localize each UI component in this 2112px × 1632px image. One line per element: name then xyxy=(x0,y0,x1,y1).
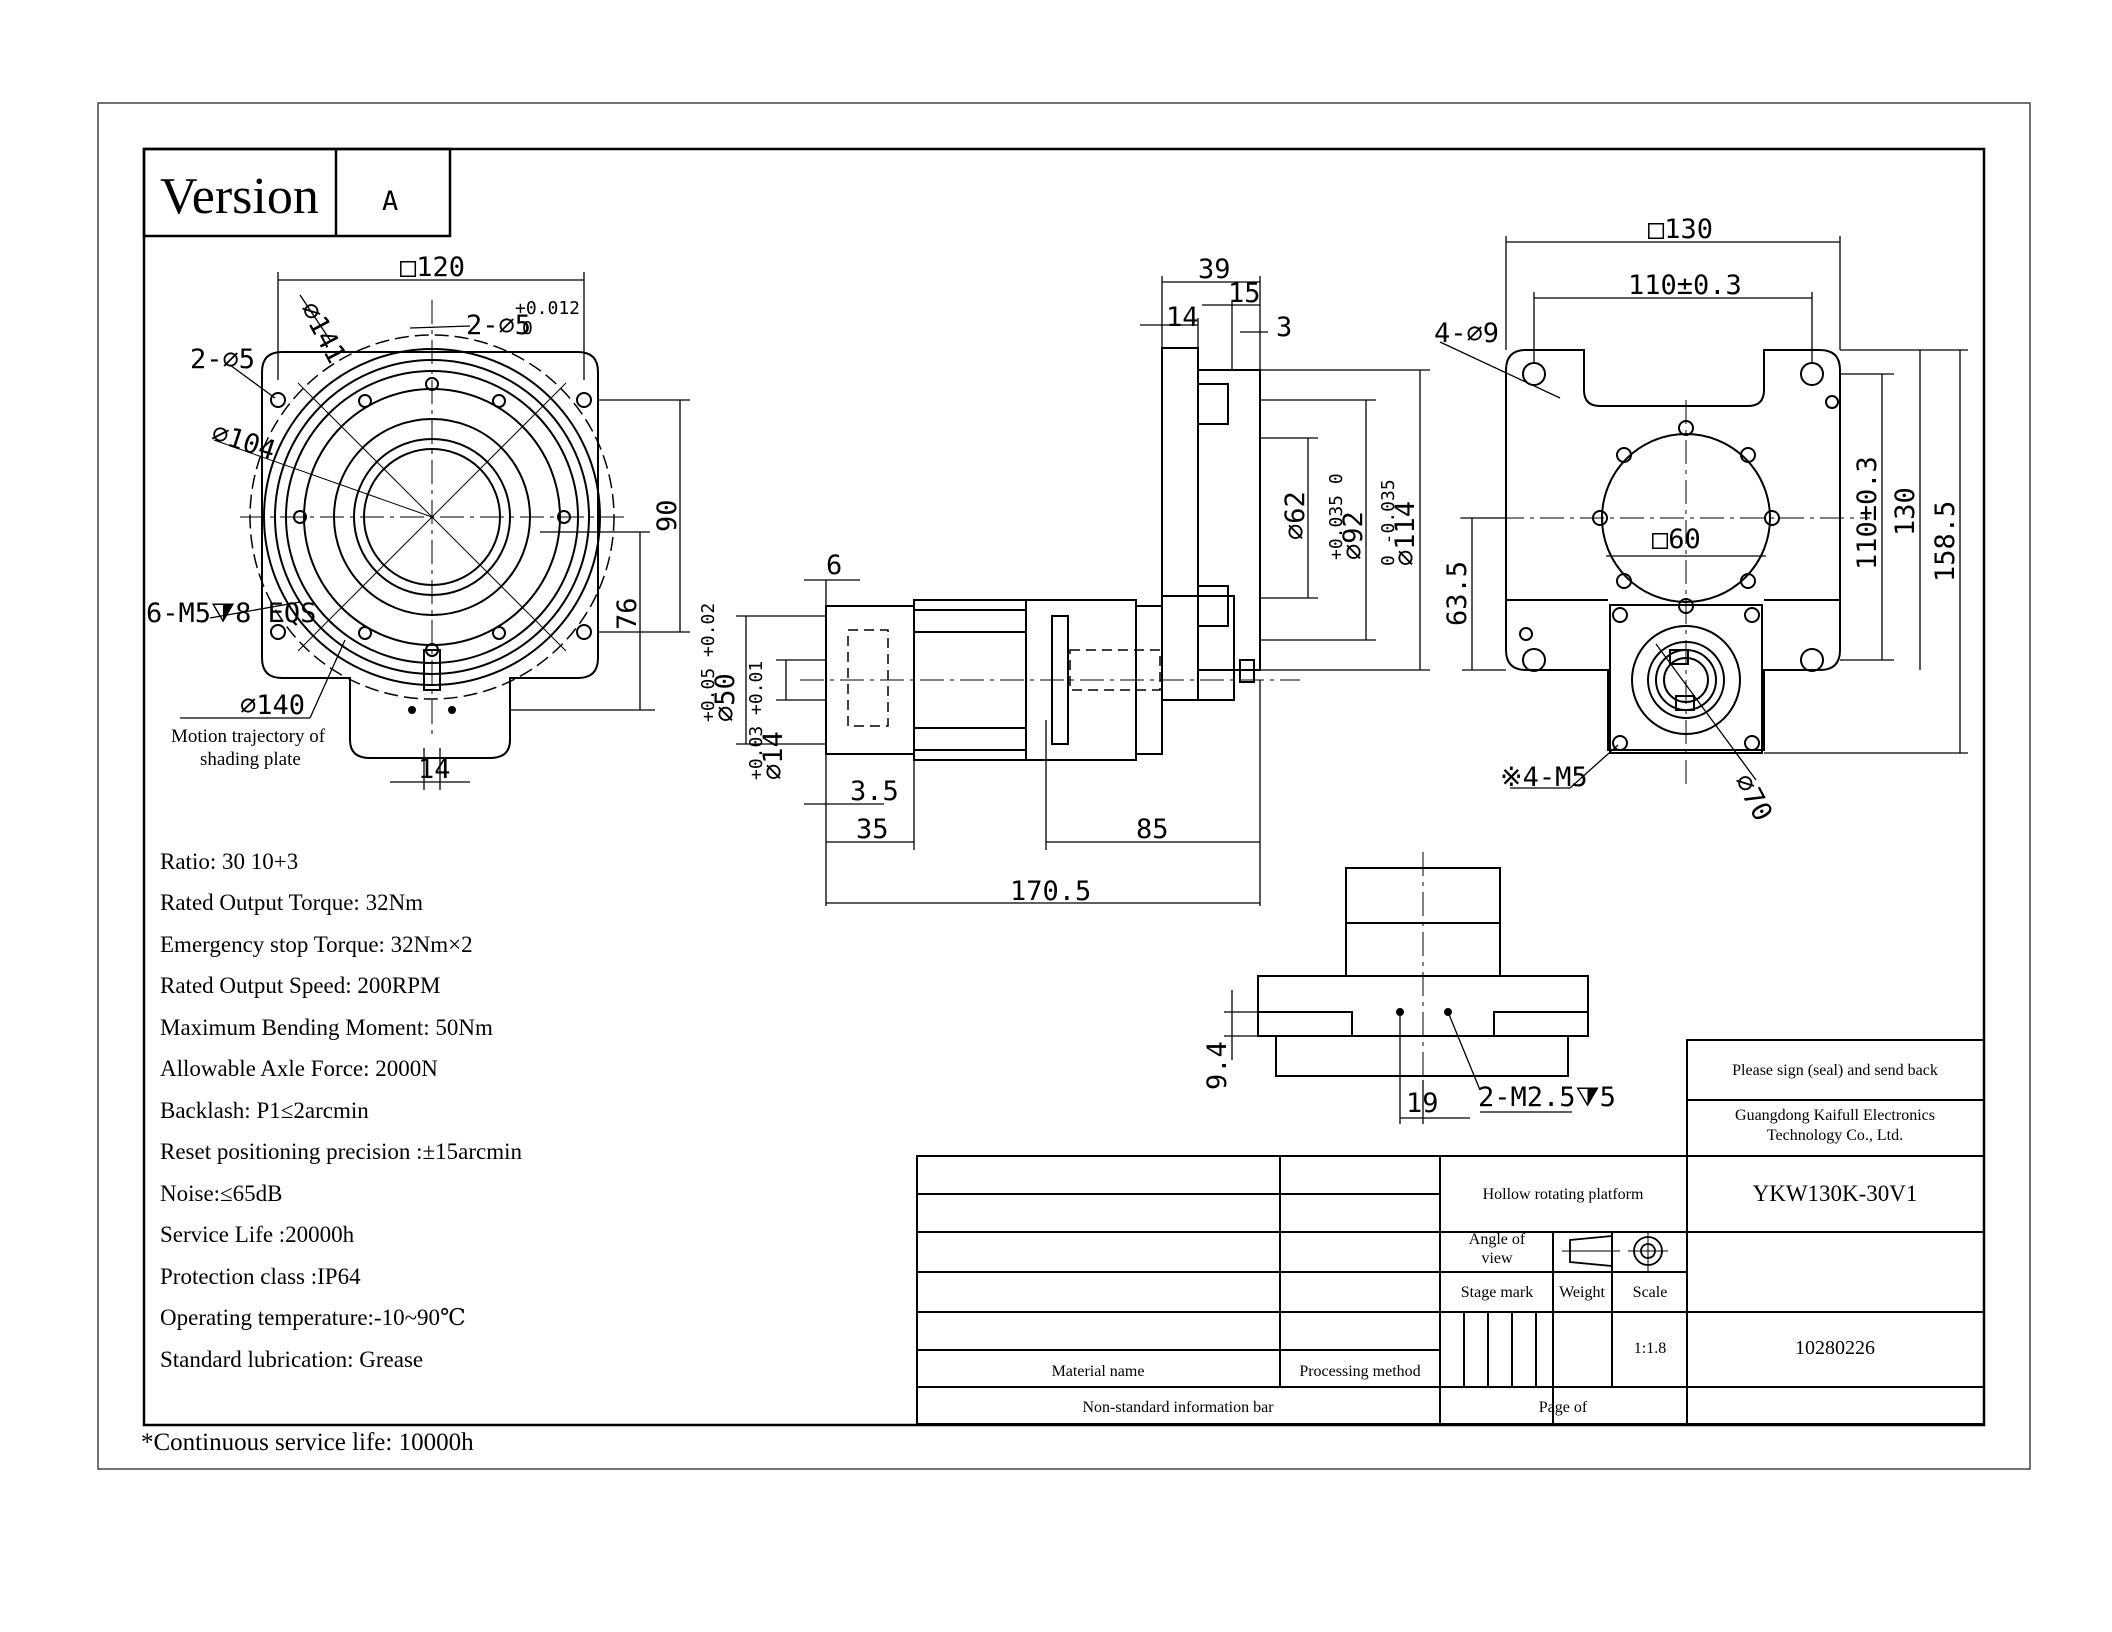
sign-note: Please sign (seal) and send back xyxy=(1732,1062,1938,1079)
material-name-label: Material name xyxy=(1052,1363,1145,1380)
company-line-2: Technology Co., Ltd. xyxy=(1767,1127,1903,1144)
front-square-label: □120 xyxy=(400,252,465,283)
spec-emergency-torque: Emergency stop Torque: 32Nm×2 xyxy=(160,932,473,957)
page-of-label: Page of xyxy=(1539,1399,1588,1416)
bottom-9-4-label: 9.4 xyxy=(1202,1041,1233,1090)
front-thread-label: 6-M5⧩8 EQS xyxy=(146,598,316,629)
side-85-label: 85 xyxy=(1136,814,1169,845)
front-dia104-label: ⌀104 xyxy=(208,417,279,467)
weight-label: Weight xyxy=(1559,1284,1605,1301)
rear-view xyxy=(1439,236,1968,790)
spec-ratio: Ratio: 30 10+3 xyxy=(160,849,299,874)
side-14-label: 14 xyxy=(1166,302,1199,333)
front-view xyxy=(180,272,690,790)
company-line-1: Guangdong Kaifull Electronics xyxy=(1735,1107,1935,1124)
drawing-number: 10280226 xyxy=(1795,1337,1875,1359)
rear-130v-label: 130 xyxy=(1890,487,1921,536)
side-dia14-tol: +0.03 +0.01 xyxy=(746,661,767,780)
spec-protection: Protection class :IP64 xyxy=(160,1264,361,1289)
side-dia92-tol: +0.035 0 xyxy=(1326,473,1347,560)
front-dia141-label: ⌀141 xyxy=(294,297,352,369)
bottom-view xyxy=(1224,852,1589,1124)
angle-of-view-1: Angle of xyxy=(1469,1231,1526,1248)
scale-value: 1:1.8 xyxy=(1634,1340,1666,1357)
rear-square60-label: □60 xyxy=(1652,524,1701,555)
processing-method-label: Processing method xyxy=(1299,1363,1420,1380)
rear-110v-label: 110±0.3 xyxy=(1852,456,1883,570)
spec-rated-torque: Rated Output Torque: 32Nm xyxy=(160,890,424,915)
front-tol-upper: +0.012 xyxy=(515,298,580,319)
rear-dia70-label: ⌀70 xyxy=(1728,769,1778,827)
outer-frame xyxy=(97,102,2031,1470)
footnote: *Continuous service life: 10000h xyxy=(141,1429,474,1456)
rear-158-5-label: 158.5 xyxy=(1930,501,1961,582)
rear-63-5-label: 63.5 xyxy=(1442,561,1473,626)
spec-backlash: Backlash: P1≤2arcmin xyxy=(160,1098,369,1123)
side-170-5-label: 170.5 xyxy=(1010,876,1091,907)
side-dia50-label: ⌀50 xyxy=(710,673,741,722)
motion-note-1: Motion trajectory of xyxy=(171,726,326,747)
rear-4phi9-label: 4-⌀9 xyxy=(1434,318,1499,349)
front-tol-lower: 0 xyxy=(522,318,533,339)
version-label: Version xyxy=(160,168,319,225)
spec-rated-speed: Rated Output Speed: 200RPM xyxy=(160,973,441,998)
side-dia50-tol: +0.05 +0.02 xyxy=(698,603,719,722)
side-3-5-label: 3.5 xyxy=(850,776,899,807)
side-dia92-label: ⌀92 xyxy=(1338,511,1369,560)
side-6-label: 6 xyxy=(826,550,842,581)
side-35-label: 35 xyxy=(856,814,889,845)
angle-of-view-2: view xyxy=(1481,1250,1513,1267)
rear-view-labels: □130 110±0.3 4-⌀9 □60 110±0.3 130 158.5 … xyxy=(1434,214,1961,826)
front-holes-label: 2-⌀5 xyxy=(466,310,531,341)
rear-4m5-label: ※4-M5 xyxy=(1500,762,1588,793)
scale-label: Scale xyxy=(1633,1284,1668,1301)
side-39-label: 39 xyxy=(1198,254,1231,285)
spec-noise: Noise:≤65dB xyxy=(160,1181,283,1206)
inner-frame xyxy=(142,147,1986,1427)
version-box: Version A xyxy=(142,147,452,238)
side-dia14-label: ⌀14 xyxy=(758,731,789,780)
side-dia62-label: ⌀62 xyxy=(1280,491,1311,540)
stage-mark-label: Stage mark xyxy=(1461,1284,1533,1301)
projection-cone-icon xyxy=(1569,1235,1613,1267)
side-dia114-tol: 0 -0.035 xyxy=(1378,479,1399,566)
side-dia114-label: ⌀114 xyxy=(1390,501,1421,566)
nonstandard-label: Non-standard information bar xyxy=(1082,1399,1274,1416)
front-14-label: 14 xyxy=(418,754,451,785)
side-15-label: 15 xyxy=(1228,278,1261,309)
spec-axle-force: Allowable Axle Force: 2000N xyxy=(160,1056,438,1081)
motion-note-2: shading plate xyxy=(200,749,301,770)
title-block-text: Please sign (seal) and send back Guangdo… xyxy=(1052,1062,1938,1416)
bottom-view-labels: 9.4 19 2-M2.5⧩5 xyxy=(1202,1041,1616,1119)
front-dia140-label: ⌀140 xyxy=(240,690,305,721)
side-3-label: 3 xyxy=(1276,312,1292,343)
front-view-labels: □120 ⌀141 2-⌀5 +0.012 0 2-⌀5 ⌀104 90 76 … xyxy=(146,252,683,785)
spec-temperature: Operating temperature:-10~90℃ xyxy=(160,1305,466,1330)
side-view-labels: 39 15 14 3 6 ⌀62 ⌀92 +0.035 0 ⌀114 0 -0.… xyxy=(698,254,1421,907)
rear-110-label: 110±0.3 xyxy=(1628,270,1742,301)
front-90-label: 90 xyxy=(652,499,683,532)
side-view xyxy=(736,276,1430,906)
front-2phi5-label: 2-⌀5 xyxy=(190,344,255,375)
spec-lubrication: Standard lubrication: Grease xyxy=(160,1347,424,1372)
bottom-19-label: 19 xyxy=(1406,1088,1439,1119)
model-number: YKW130K-30V1 xyxy=(1753,1181,1918,1206)
title-block xyxy=(916,1039,1985,1425)
spec-reset-precision: Reset positioning precision :±15arcmin xyxy=(160,1139,523,1164)
bottom-m2-5-label: 2-M2.5⧩5 xyxy=(1478,1082,1616,1113)
spec-bending-moment: Maximum Bending Moment: 50Nm xyxy=(160,1015,493,1040)
rear-square130-label: □130 xyxy=(1648,214,1713,245)
product-name: Hollow rotating platform xyxy=(1483,1186,1644,1203)
version-value: A xyxy=(382,186,398,217)
front-76-label: 76 xyxy=(612,597,643,630)
spec-service-life: Service Life :20000h xyxy=(160,1222,355,1247)
